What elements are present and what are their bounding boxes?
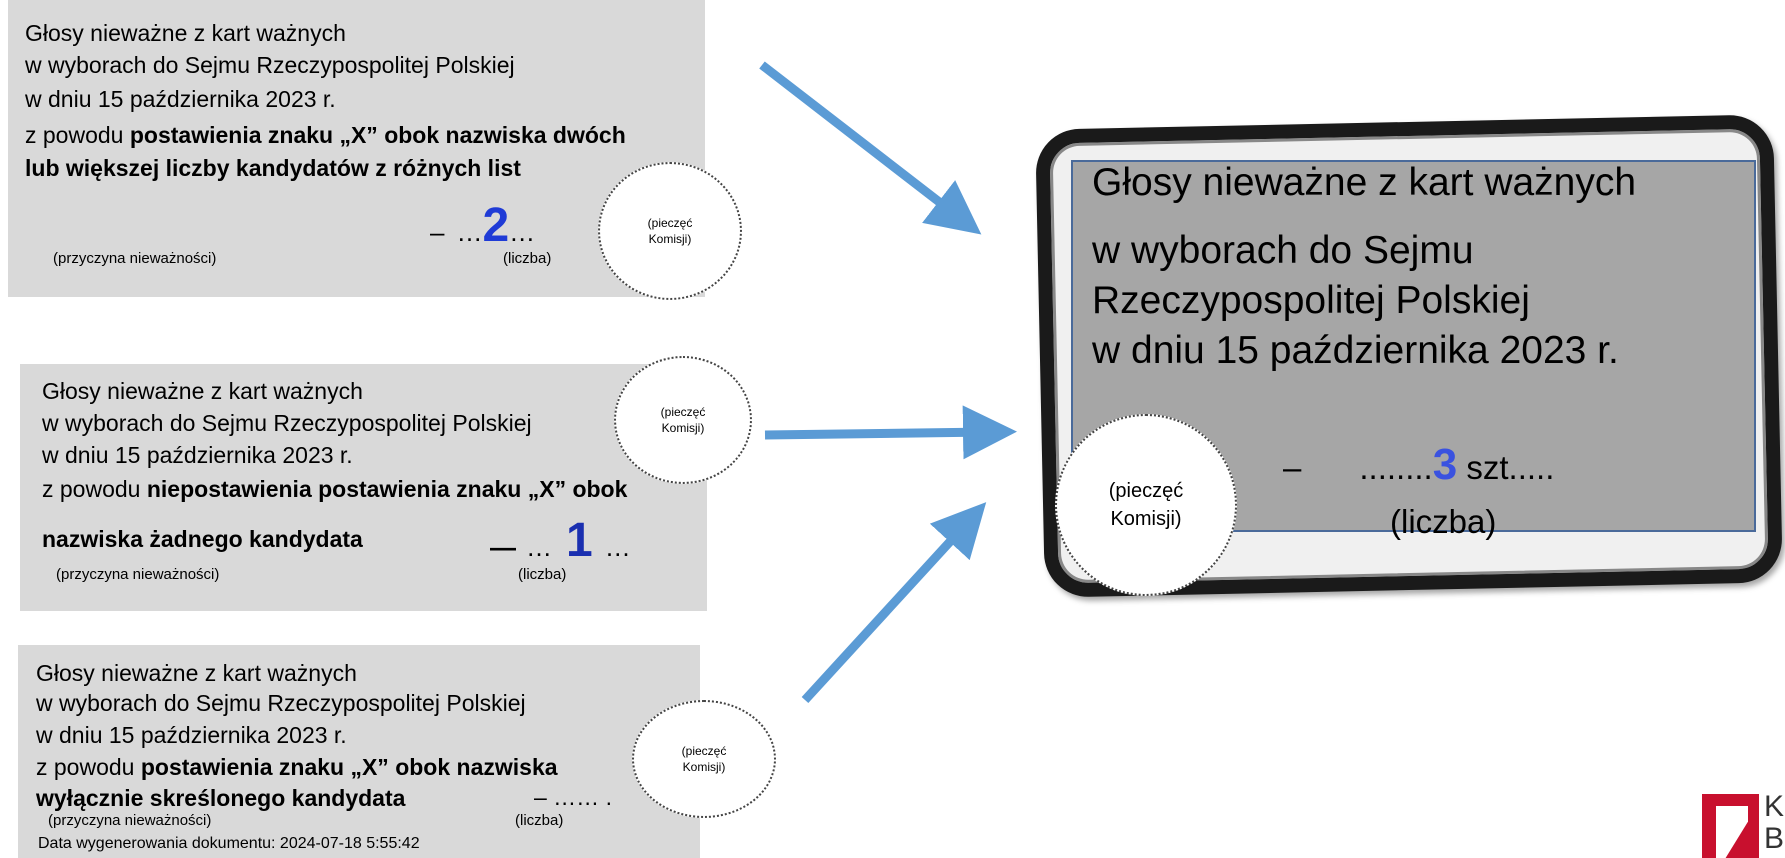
summary-line2: w wyborach do Sejmu [1092, 229, 1474, 272]
card1-line4-prefix: z powodu [25, 122, 130, 148]
card3-reason-part2: wyłącznie skreślonego kandydata [36, 785, 406, 811]
document-generated-date: Data wygenerowania dokumentu: 2024-07-18… [38, 835, 420, 852]
card2-stamp-line1: (pieczęć [660, 405, 706, 419]
summary-line1: Głosy nieważne z kart ważnych [1092, 161, 1637, 204]
card2-stamp: (pieczęć Komisji) [614, 356, 752, 484]
summary-dots: ........ [1359, 449, 1433, 486]
card-no-candidate [20, 364, 707, 611]
card1-dots-after: … [509, 217, 536, 247]
card3-stamp-line1: (pieczęć [681, 744, 727, 758]
card1-line1: Głosy nieważne z kart ważnych [25, 20, 346, 46]
summary-number: 3 [1432, 440, 1458, 489]
card1-reason-part1: postawienia znaku „X” obok nazwiska dwóc… [129, 122, 626, 148]
summary-line3: Rzeczypospolitej Polskiej [1092, 279, 1530, 322]
card2-dots-before: … [526, 532, 552, 562]
summary-stamp-line2: Komisji) [1110, 508, 1182, 530]
card1-dots-before: … [456, 217, 483, 247]
card1-count-caption: (liczba) [503, 250, 552, 267]
summary-count-caption: (liczba) [1390, 503, 1497, 540]
card2-number: 1 [566, 514, 593, 567]
card1-stamp-line1: (pieczęć [647, 216, 693, 230]
card1-dash: – [430, 217, 445, 247]
card2-line4-prefix: z powodu [42, 476, 147, 502]
card3-stamp-line2: Komisji) [682, 760, 726, 774]
arrow-middle [764, 405, 1017, 460]
summary-dash: – [1283, 449, 1302, 486]
card3-line2: w wyborach do Sejmu Rzeczypospolitej Pol… [36, 690, 526, 716]
card2-dash: — [490, 532, 516, 562]
card3-reason-part1: postawienia znaku „X” obok nazwiska [140, 754, 558, 780]
card1-line4: z powodu postawienia znaku „X” obok nazw… [25, 122, 626, 149]
logo-text-line1: Krajo [1764, 790, 1785, 823]
card3-count-line: – …… . [534, 784, 612, 810]
card3-line4: z powodu postawienia znaku „X” obok nazw… [36, 754, 558, 781]
logo-text-line2: Biuro [1764, 822, 1785, 855]
card1-line3: w dniu 15 października 2023 r. [25, 86, 336, 112]
card2-line2: w wyborach do Sejmu Rzeczypospolitej Pol… [42, 410, 532, 436]
card1-number: 2 [482, 199, 510, 252]
card2-line4: z powodu niepostawienia postawienia znak… [42, 476, 627, 503]
card3-reason-caption: (przyczyna nieważności) [48, 812, 212, 829]
card-multiple-candidates [8, 0, 705, 297]
card3-stamp: (pieczęć Komisji) [632, 700, 776, 818]
card2-dots-after: … [604, 532, 631, 562]
card1-line2: w wyborach do Sejmu Rzeczypospolitej Pol… [25, 52, 515, 78]
card3-count-caption: (liczba) [515, 812, 564, 829]
summary-line4: w dniu 15 października 2023 r. [1092, 329, 1619, 372]
arrow-top [759, 61, 982, 235]
card2-count: — … 1 … [490, 513, 631, 568]
card1-count: –…2… [430, 198, 535, 253]
summary-count: –........3 szt..... [1283, 440, 1554, 490]
summary-unit: szt..... [1457, 449, 1555, 486]
card1-stamp-line2: Komisji) [648, 232, 692, 246]
card2-reason-part2: nazwiska żadnego kandydata [42, 526, 363, 552]
summary-stamp: (pieczęć Komisji) [1055, 414, 1237, 596]
card1-stamp: (pieczęć Komisji) [598, 162, 742, 300]
card3-line3: w dniu 15 października 2023 r. [36, 722, 347, 748]
card2-stamp-line2: Komisji) [661, 421, 705, 435]
arrow-bottom [801, 502, 987, 704]
summary-stamp-line1: (pieczęć [1108, 480, 1184, 502]
card3-line1: Głosy nieważne z kart ważnych [36, 660, 357, 686]
card1-reason-caption: (przyczyna nieważności) [53, 250, 217, 267]
card2-reason-caption: (przyczyna nieważności) [56, 566, 220, 583]
card2-line1: Głosy nieważne z kart ważnych [42, 378, 363, 404]
card2-reason-part1: niepostawienia postawienia znaku „X” obo… [146, 476, 628, 502]
card2-count-caption: (liczba) [518, 566, 567, 583]
card3-line4-prefix: z powodu [36, 754, 141, 780]
card2-line3: w dniu 15 października 2023 r. [42, 442, 353, 468]
card-struck-candidate [18, 645, 700, 858]
card1-reason-part2: lub większej liczby kandydatów z różnych… [25, 155, 521, 181]
